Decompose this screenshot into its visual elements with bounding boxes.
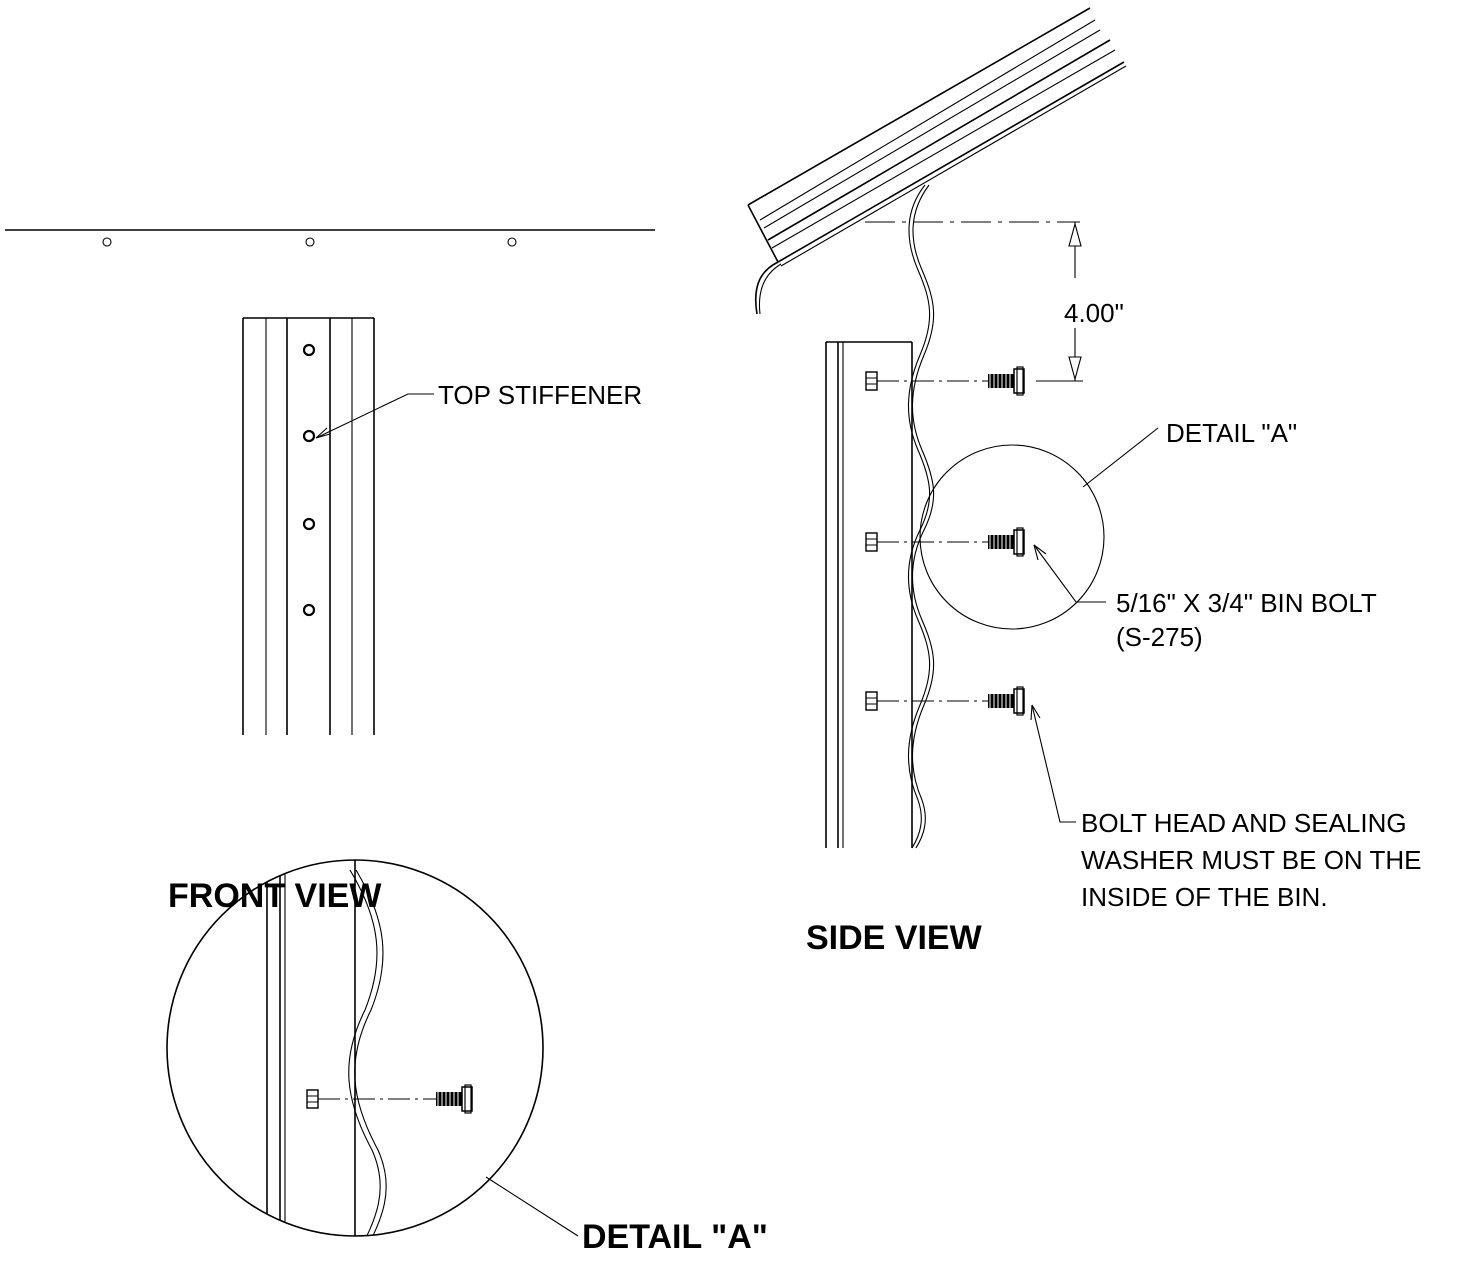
stiffener-side [825, 341, 913, 848]
detail-callout-label: DETAIL "A" [1166, 418, 1297, 448]
dimension-4in [865, 221, 1083, 382]
roof-hole [507, 237, 517, 247]
detail-a-title: DETAIL "A" [582, 1218, 768, 1256]
note-line1: BOLT HEAD AND SEALING [1081, 808, 1407, 838]
bolt-assembly [865, 366, 1025, 396]
bolt-assembly [865, 686, 1025, 716]
front-view: TOP STIFFENER FRONT VIEW [5, 229, 655, 915]
side-view-title: SIDE VIEW [806, 919, 983, 957]
roof-hole [305, 237, 315, 247]
side-view: 4.00" DETAIL "A" 5/16" X 3/4" BIN BOLT (… [747, 7, 1421, 957]
bolt-leader [1033, 544, 1106, 603]
stiffener-front [242, 317, 375, 735]
top-stiffener-label: TOP STIFFENER [438, 380, 642, 410]
dimension-label: 4.00" [1064, 298, 1124, 328]
bolt-label-line2: (S-275) [1116, 622, 1203, 652]
note-line2: WASHER MUST BE ON THE [1081, 845, 1421, 875]
roof-hole [102, 237, 112, 247]
roof-panel [747, 7, 1127, 315]
bolt-assembly [865, 527, 1025, 557]
note-line3: INSIDE OF THE BIN. [1081, 882, 1328, 912]
note-leader [1030, 704, 1076, 823]
stiffener-bolt-holes [302, 343, 316, 617]
front-view-title: FRONT VIEW [168, 877, 382, 915]
detail-a-view: DETAIL "A" [166, 859, 768, 1256]
top-stiffener-leader [315, 393, 434, 439]
detail-a-callout [919, 427, 1159, 630]
bolt-label-line1: 5/16" X 3/4" BIN BOLT [1116, 588, 1377, 618]
